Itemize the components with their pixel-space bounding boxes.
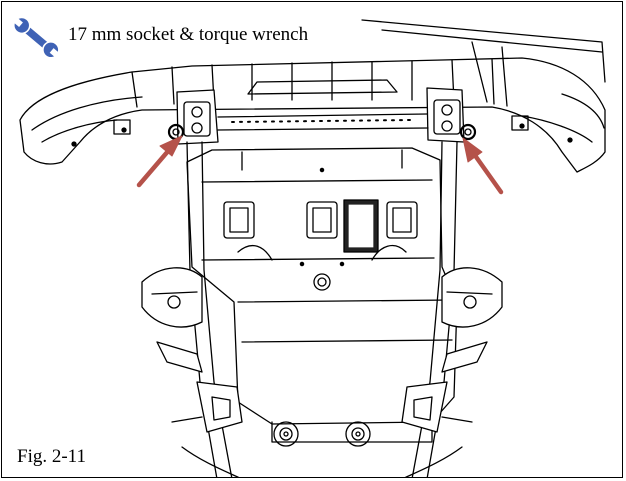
left-arrow-head — [159, 135, 183, 157]
subframe-rails — [141, 141, 503, 477]
tool-caption: 17 mm socket & torque wrench — [64, 24, 313, 46]
right-arrow-shaft — [471, 151, 504, 195]
pointer-arrows — [136, 135, 504, 195]
left-arrow-shaft — [136, 147, 172, 188]
figure-label: Fig. 2-11 — [14, 446, 89, 468]
bumper-brackets — [167, 79, 477, 145]
skid-plate — [186, 147, 458, 447]
wrench-icon — [12, 16, 61, 59]
right-arrow-head — [462, 137, 483, 163]
bumper-fascia — [19, 19, 606, 173]
